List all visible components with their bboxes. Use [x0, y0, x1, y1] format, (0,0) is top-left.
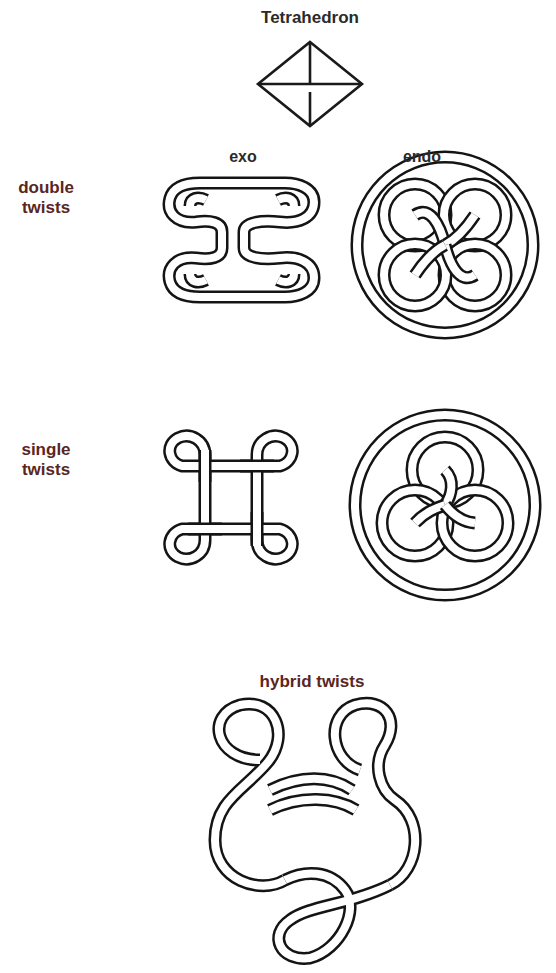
tube-fill [445, 215, 475, 245]
tube-fill [190, 198, 206, 206]
column-heading: endo [403, 148, 441, 166]
tube-fill [190, 274, 206, 282]
tube-fill [278, 198, 294, 206]
tube-fill [355, 415, 535, 595]
tube-fill [384, 184, 446, 246]
tetrahedron-outline [258, 42, 362, 126]
tube-fill [188, 525, 222, 533]
tube-fill [445, 470, 451, 505]
tube-fill [357, 157, 533, 333]
tube-fill [270, 799, 356, 810]
hybrid-knot [215, 703, 415, 958]
tube-fill [415, 245, 445, 275]
tube-fill [415, 505, 445, 523]
tube-fill [444, 184, 506, 246]
tube-outline [270, 799, 356, 810]
tube-outline [170, 436, 293, 559]
tetrahedron-figure [258, 42, 362, 126]
tube-outline [445, 215, 475, 245]
tube-outline [278, 198, 294, 206]
double-exo-knot [169, 183, 314, 297]
tube-outline [384, 244, 446, 306]
single-exo-knot [170, 436, 293, 559]
tube-outline [445, 245, 475, 278]
row-heading: hybrid twists [260, 672, 365, 692]
tube-outline [444, 184, 506, 246]
tube-fill [170, 436, 293, 559]
tube-outline [335, 703, 415, 885]
tube-outline [188, 523, 222, 536]
row-heading: double twists [8, 178, 84, 217]
tube-outline [190, 198, 206, 206]
tube-outline [215, 704, 285, 886]
tube-outline [240, 460, 274, 473]
double-endo-knot [357, 157, 533, 333]
tube-fill [445, 505, 475, 523]
tetrahedron-edge [309, 92, 312, 126]
single-endo-knot [355, 415, 535, 595]
tube-outline [357, 157, 533, 333]
tube-outline [278, 274, 294, 282]
tube-outline [415, 245, 445, 275]
tube-fill [444, 244, 506, 306]
tube-outline [445, 470, 451, 505]
tube-fill [169, 183, 314, 297]
figure-title: Tetrahedron [261, 8, 359, 28]
tube-outline [444, 244, 506, 306]
tube-fill [201, 450, 209, 482]
tetrahedron-edge [309, 42, 312, 84]
tube-fill [215, 704, 285, 886]
tube-fill [240, 462, 274, 470]
tube-outline [251, 512, 264, 546]
tube-fill [384, 244, 446, 306]
tube-outline [169, 183, 314, 297]
tube-outline [445, 505, 475, 523]
tube-fill [445, 245, 475, 278]
tube-outline [355, 415, 535, 595]
tube-fill [278, 274, 294, 282]
column-heading: exo [229, 148, 257, 166]
tube-outline [190, 274, 206, 282]
tube-fill [253, 512, 261, 546]
tube-outline [384, 184, 446, 246]
tube-outline [279, 873, 390, 958]
tube-outline [199, 450, 212, 482]
tube-fill [279, 873, 390, 958]
tube-outline [270, 779, 352, 790]
tube-fill [270, 779, 352, 790]
tube-fill [335, 703, 415, 885]
row-heading: single twists [8, 440, 84, 479]
tube-outline [415, 505, 445, 523]
